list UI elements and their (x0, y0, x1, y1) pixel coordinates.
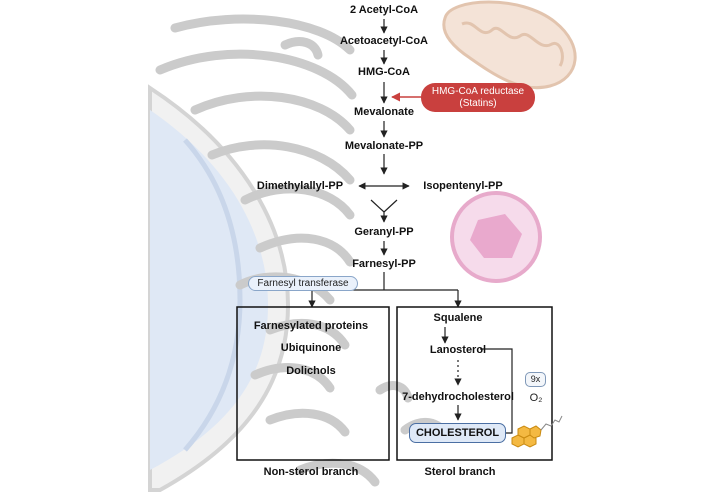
multiplier-badge: 9x (525, 372, 546, 387)
label-farnesylated-proteins: Farnesylated proteins (253, 320, 369, 332)
label-7-dehydrocholesterol: 7-dehydrocholesterol (402, 391, 514, 403)
caption-sterol-branch: Sterol branch (424, 466, 496, 478)
sterol-box (396, 306, 553, 461)
label-dimethylallyl-pp: Dimethylallyl-PP (256, 180, 344, 192)
label-squalene: Squalene (433, 312, 483, 324)
label-lanosterol: Lanosterol (429, 344, 487, 356)
label-hmg-coa: HMG-CoA (358, 66, 410, 78)
cholesterol-box: CHOLESTEROL (409, 423, 506, 443)
label-dolichols: Dolichols (286, 365, 336, 377)
label-ubiquinone: Ubiquinone (280, 342, 342, 354)
label-geranyl-pp: Geranyl-PP (354, 226, 414, 238)
statins-label: (Statins) (459, 98, 497, 109)
nucleus (148, 84, 291, 492)
merge-y (370, 199, 398, 222)
hmg-coa-reductase-badge: HMG-CoA reductase (Statins) (421, 83, 535, 112)
oxygen-loop (480, 348, 513, 434)
non-sterol-box (236, 306, 390, 461)
label-acetyl-coa: 2 Acetyl-CoA (349, 4, 419, 16)
mitochondrion (442, 0, 577, 90)
label-farnesyl-pp: Farnesyl-PP (352, 258, 416, 270)
cholesterol-molecule-icon (511, 415, 563, 448)
label-acetoacetyl-coa: Acetoacetyl-CoA (339, 35, 429, 47)
reductase-label: HMG-CoA reductase (431, 86, 525, 97)
label-mevalonate: Mevalonate (354, 106, 414, 118)
farnesyl-transferase-badge: Farnesyl transferase (248, 276, 358, 291)
caption-non-sterol-branch: Non-sterol branch (263, 466, 359, 478)
oxygen-label: O₂ (529, 392, 543, 404)
label-isopentenyl-pp: Isopentenyl-PP (423, 180, 503, 192)
peroxisome (450, 191, 542, 283)
label-mevalonate-pp: Mevalonate-PP (344, 140, 424, 152)
